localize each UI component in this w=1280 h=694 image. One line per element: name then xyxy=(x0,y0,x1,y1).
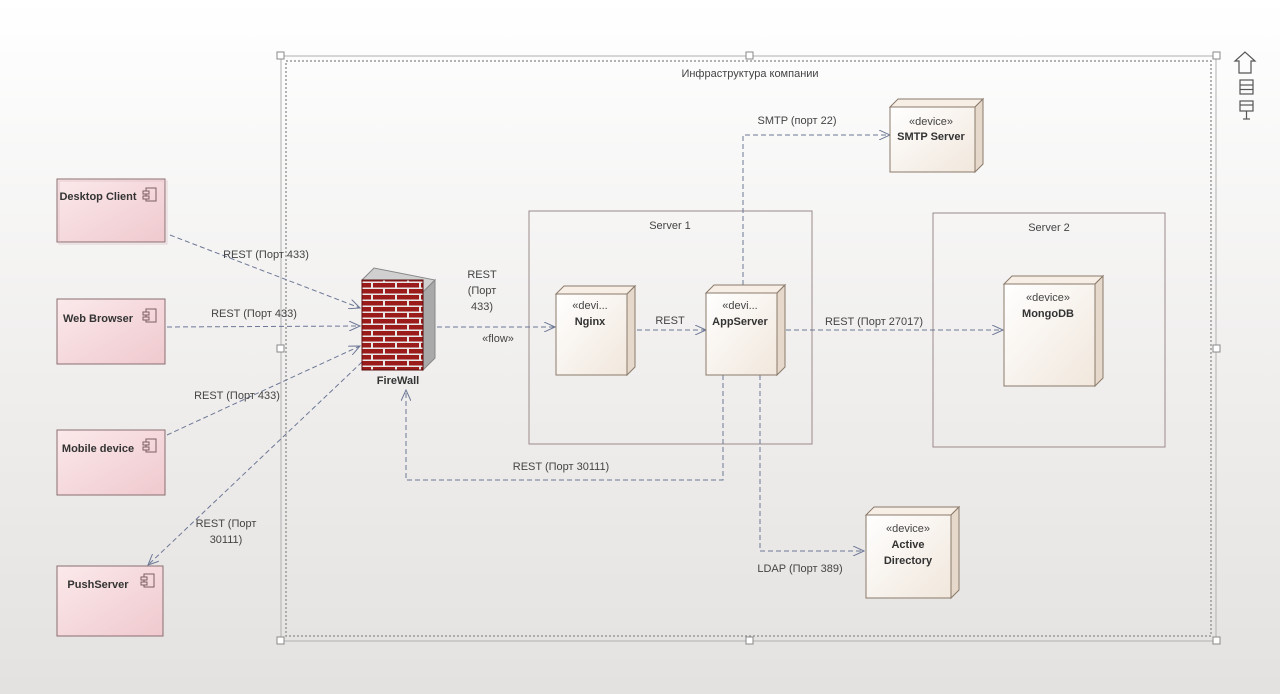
component-icon xyxy=(142,187,157,202)
ad-label-line1: Active xyxy=(891,539,924,551)
node-active-directory[interactable]: «device» Active Directory xyxy=(864,505,961,600)
firewall-label: FireWall xyxy=(377,375,419,387)
component-mobile-device[interactable]: Mobile device xyxy=(56,429,166,496)
ad-stereotype: «device» xyxy=(886,523,930,535)
appserver-ad-label: LDAP (Порт 389) xyxy=(757,563,842,575)
selection-handles[interactable] xyxy=(276,51,1221,645)
firewall-push-label-line2: 30111) xyxy=(210,534,243,546)
node-mongodb[interactable]: «device» MongoDB xyxy=(1002,274,1105,388)
firewall-icon xyxy=(361,279,424,371)
ad-label-line2: Directory xyxy=(884,555,933,567)
mongodb-stereotype: «device» xyxy=(1026,292,1070,304)
server1-title: Server 1 xyxy=(649,220,691,232)
component-icon xyxy=(142,438,157,453)
component-icon xyxy=(142,308,157,323)
web-browser-label: Web Browser xyxy=(63,313,134,325)
component-push-server[interactable]: PushServer xyxy=(56,565,164,637)
firewall-push-label-line1: REST (Порт xyxy=(196,518,257,530)
desktop-firewall-label: REST (Порт 433) xyxy=(223,249,309,261)
smtp-stereotype: «device» xyxy=(909,116,953,128)
firewall-node[interactable]: FireWall xyxy=(360,267,437,387)
smtp-label: SMTP Server xyxy=(897,131,965,143)
firewall-nginx-label-line1: REST xyxy=(467,269,497,281)
appserver-firewall-connector[interactable] xyxy=(406,375,724,481)
node-nginx[interactable]: «devi... Nginx xyxy=(554,284,637,377)
nginx-label: Nginx xyxy=(575,316,606,328)
appserver-stereotype: «devi... xyxy=(722,300,757,312)
firewall-nginx-label-line3: 433) xyxy=(471,301,493,313)
desktop-firewall-connector[interactable] xyxy=(169,234,360,308)
pin-icon[interactable] xyxy=(1239,100,1254,120)
firewall-nginx-flow-label: «flow» xyxy=(482,333,514,345)
server2-title: Server 2 xyxy=(1028,222,1070,234)
mobile-firewall-connector[interactable] xyxy=(166,346,360,436)
push-server-label: PushServer xyxy=(67,579,129,591)
appserver-ad-connector[interactable] xyxy=(759,375,864,551)
component-icon xyxy=(140,573,155,588)
boundary-title: Инфраструктура компании xyxy=(681,68,818,80)
appserver-firewall-label: REST (Порт 30111) xyxy=(513,461,609,473)
appserver-mongodb-label: REST (Порт 27017) xyxy=(825,316,923,328)
connector-labels: REST (Порт 433) REST (Порт 433) REST (По… xyxy=(194,115,923,575)
arrow-up-icon[interactable] xyxy=(1233,51,1257,74)
nginx-appserver-label: REST xyxy=(655,315,685,327)
component-web-browser[interactable]: Web Browser xyxy=(56,298,166,365)
appserver-smtp-label: SMTP (порт 22) xyxy=(757,115,836,127)
component-desktop-client[interactable]: Desktop Client xyxy=(56,178,168,245)
appserver-label: AppServer xyxy=(712,316,768,328)
mobile-device-label: Mobile device xyxy=(62,443,134,455)
list-icon[interactable] xyxy=(1239,79,1254,95)
nginx-stereotype: «devi... xyxy=(572,300,607,312)
web-firewall-label: REST (Порт 433) xyxy=(211,308,297,320)
node-smtp-server[interactable]: «device» SMTP Server xyxy=(888,97,985,174)
firewall-push-connector[interactable] xyxy=(148,361,363,565)
desktop-client-label: Desktop Client xyxy=(59,191,136,203)
appserver-smtp-connector[interactable] xyxy=(742,135,890,285)
mobile-firewall-label: REST (Порт 433) xyxy=(194,390,280,402)
diagram-toolbar xyxy=(1233,51,1257,120)
firewall-nginx-label-line2: (Порт xyxy=(468,285,497,297)
node-appserver[interactable]: «devi... AppServer xyxy=(704,283,787,377)
web-firewall-connector[interactable] xyxy=(166,326,360,327)
mongodb-label: MongoDB xyxy=(1022,308,1074,320)
connectors xyxy=(148,135,1003,565)
